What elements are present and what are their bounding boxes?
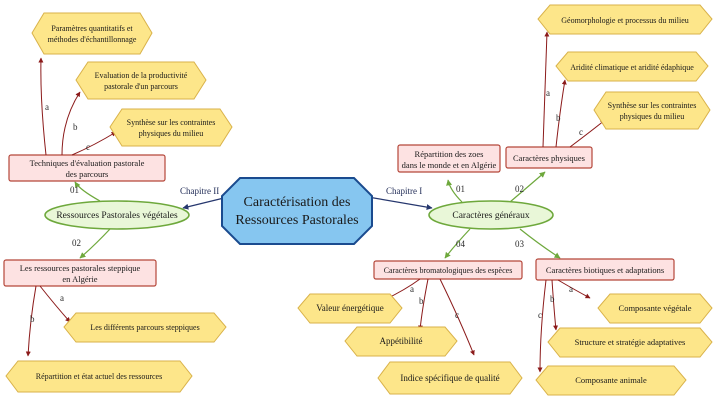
- left-main-oval: Ressources Pastorales végétales: [44, 200, 190, 230]
- central-topic: Caractérisation des Ressources Pastorale…: [221, 177, 373, 245]
- left-b01-b-line1: Evaluation de la productivité: [95, 71, 188, 80]
- right-bio-letter-b: b: [550, 294, 555, 304]
- left-b02-letter-b: b: [30, 314, 35, 324]
- right-main-label: Caractères généraux: [452, 211, 530, 221]
- chapter-connectors: [182, 196, 433, 211]
- right-branch01-box: Répartition des zoes dans le monde et en…: [397, 144, 501, 173]
- chapter-ii-label: Chapitre II: [180, 186, 219, 196]
- right-phys-c-line1: Synthèse sur les contraintes: [608, 101, 697, 110]
- right-branch04-num: 04: [456, 239, 466, 249]
- left-main-label: Ressources Pastorales végétales: [56, 211, 178, 221]
- right-phys-item-a: Géomorphologie et processus du milieu: [537, 4, 713, 35]
- left-b02-item-a: Les différents parcours steppiques: [63, 312, 227, 343]
- right-bio-b-text: Structure et stratégie adaptatives: [575, 337, 686, 347]
- right-bio-c-text: Composante animale: [575, 375, 647, 385]
- right-phys-item-b: Aridité climatique et aridité édaphique: [555, 51, 709, 82]
- left-branch01-line2: des parcours: [66, 169, 109, 179]
- right-phys-item-c: Synthèse sur les contraintes physiques d…: [593, 91, 711, 130]
- right-phys-b-text: Aridité climatique et aridité édaphique: [570, 63, 694, 72]
- chapter-i-label: Chapitre I: [386, 186, 422, 196]
- left-b02-b-text: Répartition et état actuel des ressource…: [36, 372, 162, 381]
- left-b01-a-line2: méthodes d'échantillonnage: [48, 35, 137, 44]
- right-bio-item-c: Composante animale: [535, 365, 687, 396]
- left-b01-item-a: Paramètres quantitatifs et méthodes d'éc…: [31, 12, 153, 55]
- right-branch04-label: Caractères bromatologiques des espèces: [384, 266, 513, 275]
- right-brom-c-text: Indice spécifique de qualité: [400, 373, 499, 383]
- right-brom-a-text: Valeur énergétique: [316, 303, 384, 313]
- right-branch01-num: 01: [456, 184, 465, 194]
- left-b02-item-b: Répartition et état actuel des ressource…: [5, 360, 193, 393]
- right-branch03-label: Caractères biotiques et adaptations: [546, 265, 664, 275]
- right-branch02-box: Caractères physiques: [505, 146, 593, 169]
- right-brom-b-text: Appétibilité: [380, 336, 423, 346]
- left-b01-letter-b: b: [73, 122, 78, 132]
- right-brom-item-c: Indice spécifique de qualité: [377, 361, 523, 395]
- right-brom-item-a: Valeur énergétique: [297, 293, 403, 324]
- left-b01-c-line2: physiques du milieu: [139, 129, 203, 138]
- right-bio-item-a: Composante végétale: [597, 293, 713, 324]
- right-phys-a-text: Géomorphologie et processus du milieu: [561, 16, 689, 25]
- left-b01-letter-a: a: [45, 102, 49, 112]
- right-branch02-num: 02: [515, 184, 524, 194]
- left-b01-item-c: Synthèse sur les contraintes physiques d…: [109, 108, 233, 147]
- right-branch03-num: 03: [515, 239, 525, 249]
- left-b01-item-b: Evaluation de la productivité pastorale …: [75, 61, 207, 100]
- central-title-line2: Ressources Pastorales: [235, 213, 358, 228]
- right-bio-letter-a: a: [569, 284, 573, 294]
- right-brom-letter-a: a: [410, 284, 414, 294]
- right-branch02-label: Caractères physiques: [513, 153, 585, 163]
- right-bio-a-text: Composante végétale: [619, 303, 692, 313]
- left-branch02-box: Les ressources pastorales steppique en A…: [3, 259, 157, 287]
- right-bio-item-b: Structure et stratégie adaptatives: [547, 327, 713, 358]
- left-branch01-num: 01: [70, 185, 79, 195]
- left-b01-a-line1: Paramètres quantitatifs et: [51, 24, 133, 33]
- right-brom-letter-b: b: [419, 296, 424, 306]
- left-branch01-box: Techniques d'évaluation pastorale des pa…: [8, 154, 166, 182]
- left-b02-a-text: Les différents parcours steppiques: [90, 323, 199, 332]
- left-b01-c-line1: Synthèse sur les contraintes: [127, 118, 216, 127]
- right-brom-item-b: Appétibilité: [344, 326, 458, 357]
- left-b02-letter-a: a: [60, 293, 64, 303]
- right-phys-letter-c: c: [579, 127, 583, 137]
- left-b01-letter-c: c: [86, 142, 90, 152]
- right-phys-c-line2: physiques du milieu: [620, 112, 684, 121]
- left-branch02-line2: en Algérie: [62, 274, 97, 284]
- right-branch04-box: Caractères bromatologiques des espèces: [373, 260, 523, 280]
- right-brom-letter-c: c: [455, 310, 459, 320]
- right-branch01-line2: dans le monde et en Algérie: [402, 160, 497, 170]
- left-branch02-num: 02: [72, 238, 81, 248]
- left-branch02-line1: Les ressources pastorales steppique: [20, 263, 141, 273]
- central-title-line1: Caractérisation des: [244, 195, 351, 210]
- right-phys-letter-a: a: [546, 88, 550, 98]
- left-branch01-line1: Techniques d'évaluation pastorale: [30, 158, 145, 168]
- right-bio-letter-c: c: [538, 310, 542, 320]
- left-b01-b-line2: pastorale d'un parcours: [104, 82, 178, 91]
- right-branch03-box: Caractères biotiques et adaptations: [535, 258, 675, 281]
- right-phys-letter-b: b: [556, 113, 561, 123]
- right-main-oval: Caractères généraux: [428, 200, 554, 230]
- right-branch01-line1: Répartition des zoes: [415, 149, 484, 159]
